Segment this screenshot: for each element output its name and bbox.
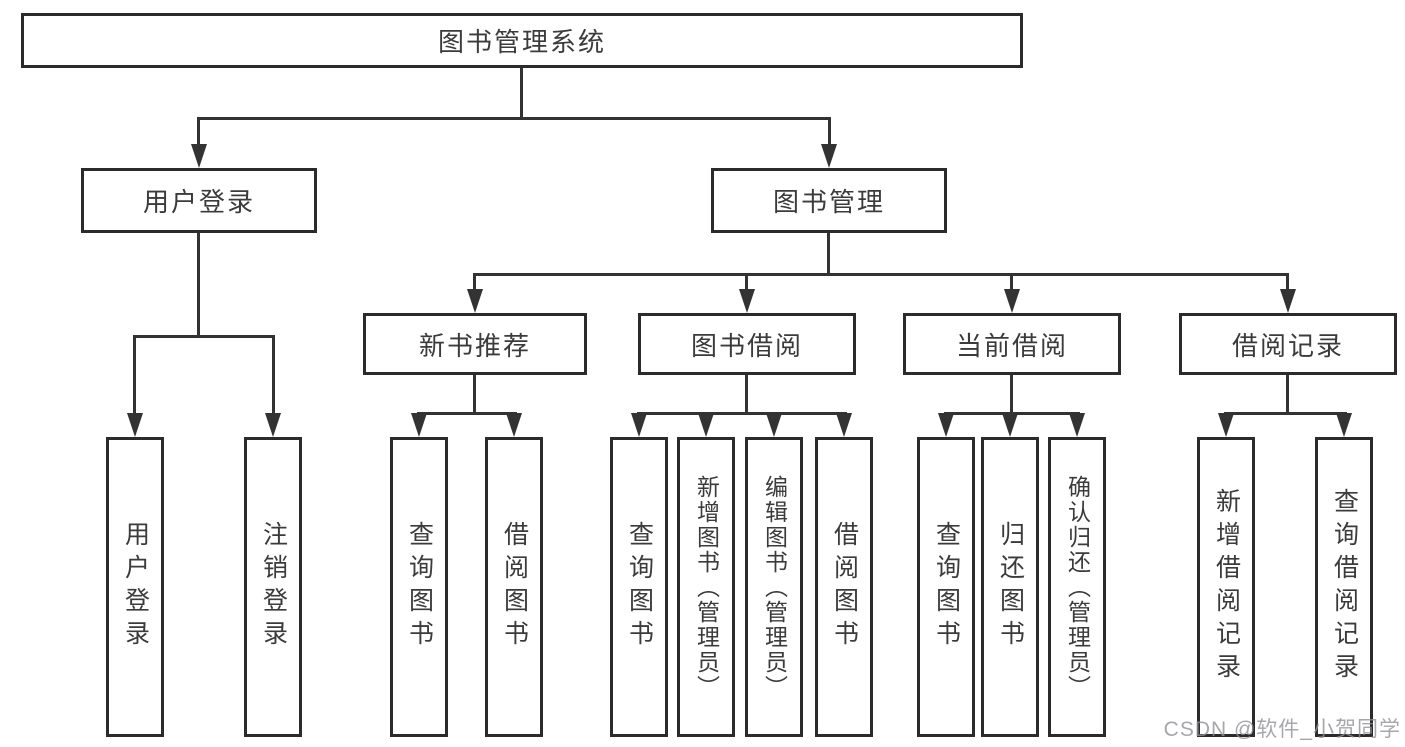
arrowhead-down: [411, 413, 427, 437]
leaf-label: 查询图书: [625, 521, 654, 653]
leaf-label: 确认归还（管理员）: [1064, 474, 1091, 700]
node-user-login-label: 用户登录: [142, 187, 255, 217]
node-current-borrowing-label: 当前借阅: [955, 330, 1068, 361]
connector-line: [197, 233, 200, 336]
node-new-book-recommend: 新书推荐: [363, 313, 587, 375]
arrowhead-down: [1336, 413, 1352, 437]
leaf-current-query: 查询图书: [917, 437, 975, 737]
connector-line: [1010, 375, 1013, 415]
node-new-book-recommend-label: 新书推荐: [418, 330, 531, 361]
arrowhead-down: [821, 144, 837, 168]
arrowhead-down: [938, 413, 954, 437]
arrowhead-down: [1004, 289, 1020, 313]
leaf-records-query: 查询借阅记录: [1315, 437, 1373, 737]
connector-line: [1010, 273, 1013, 290]
node-borrowing-records: 借阅记录: [1179, 313, 1397, 375]
connector-line: [473, 375, 476, 415]
arrowhead-down: [127, 413, 143, 437]
arrowhead-down: [836, 413, 852, 437]
leaf-current-return: 归还图书: [981, 437, 1039, 737]
leaf-newbook-query: 查询图书: [390, 437, 448, 737]
connector-line: [197, 117, 200, 145]
arrowhead-down: [1002, 413, 1018, 437]
connector-line: [473, 273, 476, 290]
arrowhead-down: [1218, 413, 1234, 437]
connector-line: [1224, 412, 1347, 415]
connector-line: [828, 117, 831, 145]
leaf-user-login-login: 用户登录: [106, 437, 164, 737]
leaf-label: 用户登录: [121, 521, 150, 653]
connector-line: [133, 335, 136, 415]
node-book-borrowing: 图书借阅: [638, 313, 856, 375]
arrowhead-down: [191, 144, 207, 168]
connector-line: [133, 335, 275, 338]
node-book-management-label: 图书管理: [772, 187, 885, 217]
arrowhead-down: [506, 413, 522, 437]
arrowhead-down: [467, 289, 483, 313]
node-current-borrowing: 当前借阅: [903, 313, 1121, 375]
connector-line: [272, 335, 275, 415]
leaf-user-login-logout: 注销登录: [244, 437, 302, 737]
leaf-borrowing-borrow: 借阅图书: [815, 437, 873, 737]
node-book-borrowing-label: 图书借阅: [690, 330, 803, 361]
leaf-borrowing-query: 查询图书: [610, 437, 668, 737]
csdn-watermark: CSDN @软件_小贺同学: [1163, 718, 1401, 741]
node-user-login: 用户登录: [81, 168, 317, 233]
arrowhead-down: [631, 413, 647, 437]
arrowhead-down: [739, 289, 755, 313]
connector-line: [1286, 273, 1289, 290]
leaf-records-add: 新增借阅记录: [1197, 437, 1255, 737]
connector-line: [827, 233, 830, 276]
arrowhead-down: [698, 413, 714, 437]
leaf-current-confirm-return-admin: 确认归还（管理员）: [1048, 437, 1106, 737]
leaf-label: 查询借阅记录: [1330, 488, 1359, 686]
connector-line: [520, 68, 523, 117]
connector-line: [637, 412, 847, 415]
leaf-newbook-borrow: 借阅图书: [485, 437, 543, 737]
leaf-label: 查询图书: [932, 521, 961, 653]
leaf-borrowing-add-admin: 新增图书（管理员）: [677, 437, 735, 737]
leaf-label: 查询图书: [405, 521, 434, 653]
arrowhead-down: [265, 413, 281, 437]
leaf-label: 注销登录: [259, 521, 288, 653]
leaf-label: 借阅图书: [500, 521, 529, 653]
connector-line: [197, 117, 831, 120]
arrowhead-down: [1280, 289, 1296, 313]
leaf-borrowing-edit-admin: 编辑图书（管理员）: [745, 437, 803, 737]
node-root: 图书管理系统: [21, 13, 1023, 68]
arrowhead-down: [1069, 413, 1085, 437]
connector-line: [417, 412, 517, 415]
leaf-label: 借阅图书: [830, 521, 859, 653]
arrowhead-down: [766, 413, 782, 437]
node-book-management: 图书管理: [711, 168, 947, 233]
node-borrowing-records-label: 借阅记录: [1231, 330, 1344, 361]
connector-line: [745, 273, 748, 290]
leaf-label: 新增图书（管理员）: [693, 474, 720, 700]
leaf-label: 新增借阅记录: [1212, 488, 1241, 686]
connector-line: [1286, 375, 1289, 415]
leaf-label: 归还图书: [996, 521, 1025, 653]
connector-line: [473, 273, 1289, 276]
node-root-label: 图书管理系统: [437, 27, 606, 57]
leaf-label: 编辑图书（管理员）: [761, 474, 788, 700]
connector-line: [745, 375, 748, 415]
